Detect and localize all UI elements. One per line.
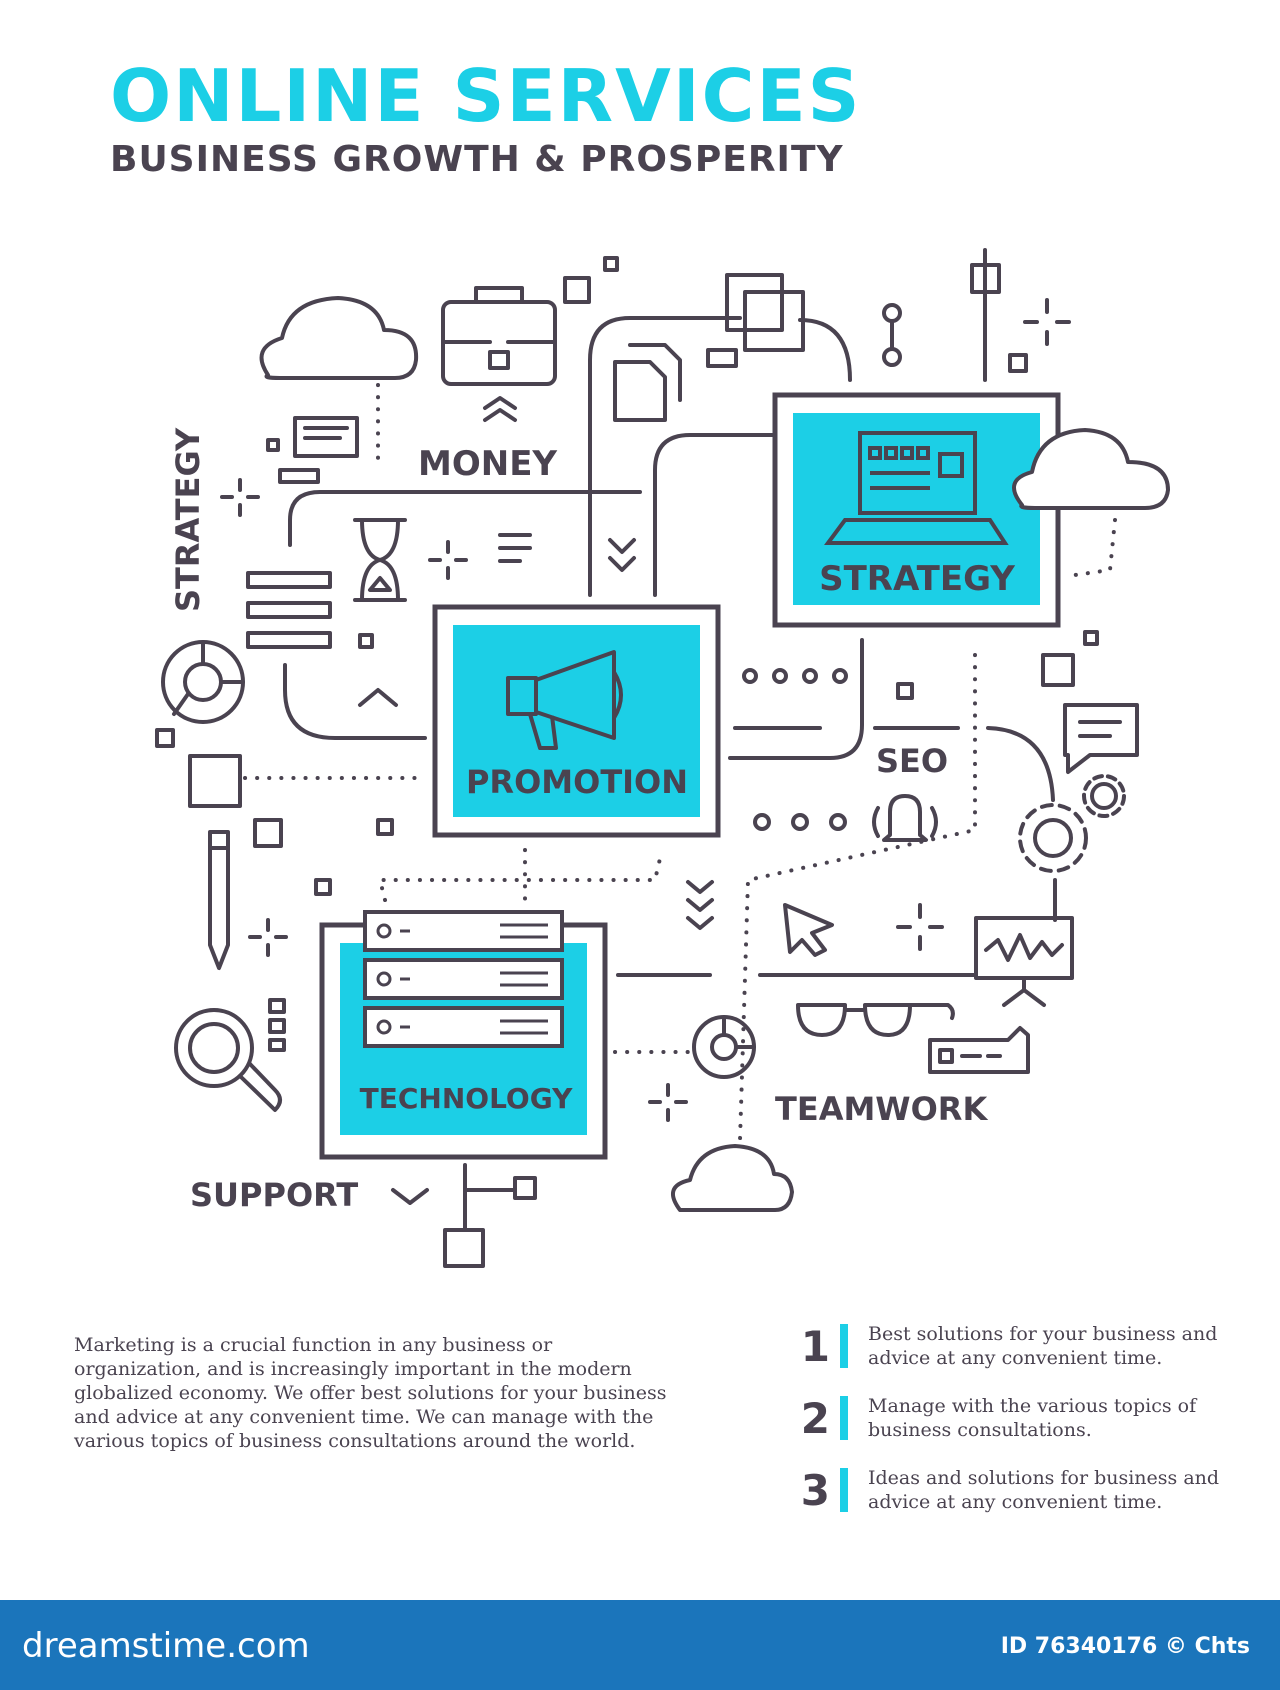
squares-icon — [268, 998, 286, 1052]
promotion-label: PROMOTION — [466, 763, 688, 801]
megaphone-icon — [506, 650, 623, 750]
list-item: 3 Ideas and solutions for business and a… — [800, 1464, 1230, 1536]
laptop-icon — [824, 431, 1009, 545]
ticket-icon — [928, 1026, 1030, 1074]
list-item-text: Manage with the various topics of busine… — [868, 1395, 1197, 1441]
chevron-up-icon — [358, 688, 398, 707]
square-icon — [1041, 653, 1075, 687]
cloud-icon — [670, 1144, 794, 1212]
pie-chart-icon — [161, 640, 245, 724]
dotted-line — [1073, 518, 1117, 577]
strategy-box-label: STRATEGY — [819, 559, 1015, 599]
lines-icon — [498, 533, 532, 563]
accent-bar — [840, 1324, 848, 1368]
services-diagram: STRATEGY PROMOTION TECHNOLOGY STRATEGY M… — [155, 248, 1170, 1268]
chevron-up-icon — [483, 396, 517, 422]
square-icon — [563, 276, 591, 304]
description-paragraph: Marketing is a crucial function in any b… — [74, 1334, 667, 1452]
sparkle-icon — [220, 478, 260, 517]
square-icon — [376, 818, 394, 836]
seo-label: SEO — [876, 742, 948, 780]
sparkle-icon — [248, 918, 288, 957]
teamwork-label: TEAMWORK — [775, 1090, 988, 1128]
money-label: MONEY — [418, 444, 557, 484]
square-icon — [188, 754, 242, 808]
sparkle-icon — [896, 903, 944, 951]
connector-line — [588, 316, 742, 597]
square-icon — [314, 878, 332, 896]
gear-icon — [1018, 803, 1088, 873]
connector-line — [798, 318, 852, 382]
square-icon — [603, 256, 619, 272]
connector-line — [986, 726, 1055, 802]
cursor-icon — [783, 903, 834, 957]
numbered-list: 1 Best solutions for your business and a… — [800, 1320, 1230, 1536]
page-subtitle: BUSINESS GROWTH & PROSPERITY — [110, 139, 844, 180]
dotted-line — [738, 653, 977, 1142]
chat-bubble-icon — [1063, 703, 1139, 774]
chevron-down-icon — [608, 538, 636, 572]
footer-brand[interactable]: dreamstime.com — [22, 1626, 310, 1666]
footer-bar: dreamstime.com ID 76340176 © Chts — [0, 1600, 1280, 1690]
square-icon — [896, 682, 914, 700]
list-item-text: Best solutions for your business and adv… — [868, 1323, 1218, 1369]
cloud-icon — [1012, 428, 1170, 510]
square-icon — [1008, 353, 1028, 373]
bell-icon — [872, 794, 938, 842]
gear-icon — [1082, 774, 1126, 818]
pie-chart-icon — [692, 1015, 756, 1079]
accent-bar — [840, 1468, 848, 1512]
sparkle-icon — [428, 540, 468, 580]
presentation-board-icon — [974, 916, 1074, 1007]
chevron-down-icon — [686, 880, 714, 930]
list-icon — [246, 571, 332, 649]
square-icon — [358, 633, 374, 649]
server-icon — [363, 910, 564, 1048]
connector-line — [283, 663, 427, 740]
square-icon — [443, 1228, 485, 1268]
square-icon — [1083, 630, 1099, 646]
connector-line — [728, 638, 864, 760]
strategy-vertical-label: STRATEGY — [169, 427, 207, 612]
dots-icon — [753, 813, 847, 831]
chevron-down-icon — [391, 1188, 429, 1205]
briefcase-icon — [441, 286, 557, 386]
support-label: SUPPORT — [190, 1176, 358, 1214]
promotion-panel-fill — [453, 625, 700, 817]
square-icon — [970, 263, 1001, 294]
square-icon — [253, 818, 283, 848]
hourglass-icon — [353, 518, 407, 602]
message-icon — [266, 416, 359, 484]
sparkle-icon — [648, 1083, 688, 1122]
node-link-icon — [882, 303, 902, 367]
magnifier-icon — [174, 1008, 282, 1112]
square-icon — [706, 348, 738, 368]
connector-line — [288, 490, 642, 547]
strategy-panel-fill — [793, 413, 1040, 605]
list-item-text: Ideas and solutions for business and adv… — [868, 1467, 1220, 1513]
square-icon — [513, 1176, 537, 1200]
sparkle-icon — [1023, 298, 1071, 346]
list-item: 2 Manage with the various topics of busi… — [800, 1392, 1230, 1464]
connector-line — [653, 433, 777, 597]
glasses-icon — [796, 1003, 955, 1037]
page-title: ONLINE SERVICES — [110, 54, 862, 138]
squares-icon — [725, 273, 805, 352]
list-item-number: 3 — [800, 1466, 830, 1515]
accent-bar — [840, 1396, 848, 1440]
list-item: 1 Best solutions for your business and a… — [800, 1320, 1230, 1392]
dots-icon — [742, 668, 848, 684]
technology-label: TECHNOLOGY — [360, 1082, 573, 1115]
documents-icon — [613, 343, 682, 422]
cloud-icon — [259, 296, 419, 380]
list-item-number: 1 — [800, 1322, 830, 1371]
list-item-number: 2 — [800, 1394, 830, 1443]
square-icon — [155, 728, 175, 748]
dotted-line — [377, 848, 664, 902]
pencil-icon — [208, 830, 230, 970]
footer-id: ID 76340176 © Chts — [1000, 1634, 1250, 1659]
